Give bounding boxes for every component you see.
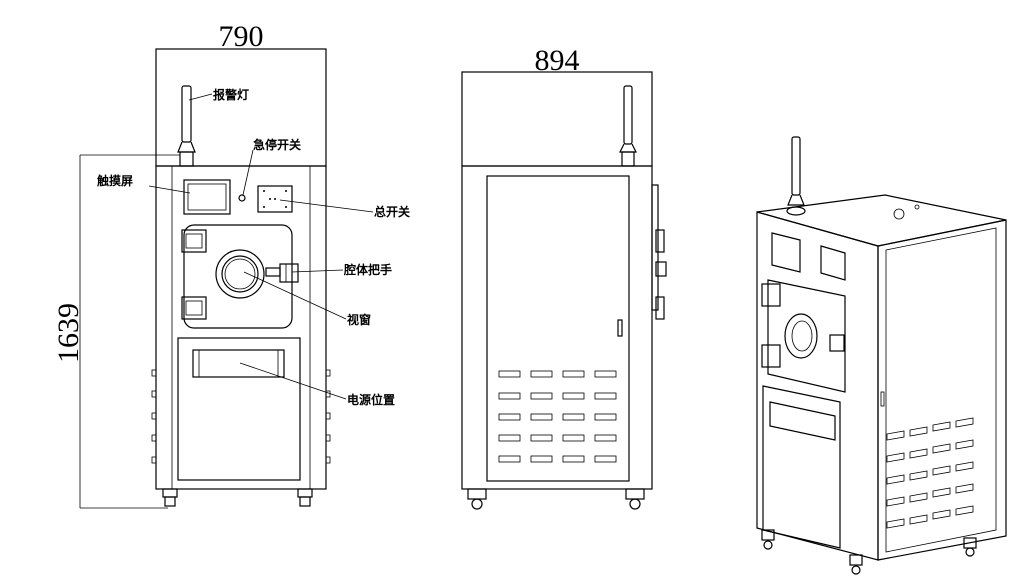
side-alarm-light-icon: [619, 85, 637, 167]
isometric-view: [756, 136, 1007, 575]
side-vents: [498, 370, 617, 463]
iso-touch-screen-icon: [771, 232, 801, 273]
label-main-switch: 总开关: [374, 204, 410, 219]
alarm-light-icon: [177, 85, 196, 167]
hinge-icon: [181, 229, 207, 320]
height-dimension-line: [79, 154, 180, 509]
viewing-window-icon: [215, 249, 265, 299]
callout-leaders: [148, 93, 374, 400]
front-view: [151, 48, 331, 507]
emergency-stop-icon: [238, 194, 246, 202]
iso-vents: [886, 417, 974, 529]
iso-lower-panel: [762, 385, 841, 549]
iso-caster-icon: [761, 529, 977, 575]
iso-viewing-window-icon: [784, 313, 818, 359]
label-touch-screen: 触摸屏: [97, 173, 133, 188]
dimension-front-width: 790: [219, 20, 264, 53]
side-caster-icon: [467, 488, 645, 510]
front-main-body: [155, 165, 327, 490]
iso-alarm-light-icon: [786, 136, 806, 216]
dimension-height: 1639: [52, 303, 85, 363]
label-chamber-handle: 腔体把手: [343, 262, 392, 277]
chamber-handle-icon: [265, 263, 299, 283]
main-switch-icon: [257, 185, 293, 213]
iso-chamber-door: [767, 279, 846, 393]
caster-icon: [162, 488, 313, 507]
side-view: 894: [461, 44, 667, 510]
side-door: [486, 175, 630, 482]
touch-screen-icon: [183, 179, 231, 215]
power-opening: [192, 349, 285, 378]
side-door-latch-icon: [617, 319, 623, 337]
label-viewing-window: 视窗: [347, 312, 371, 327]
label-power-location: 电源位置: [347, 392, 395, 407]
label-alarm-light: 报警灯: [213, 87, 249, 102]
lower-panel: [177, 337, 301, 481]
label-emergency-stop: 急停开关: [253, 137, 301, 152]
iso-right-face: [877, 219, 1007, 561]
side-main-body: [461, 165, 653, 490]
